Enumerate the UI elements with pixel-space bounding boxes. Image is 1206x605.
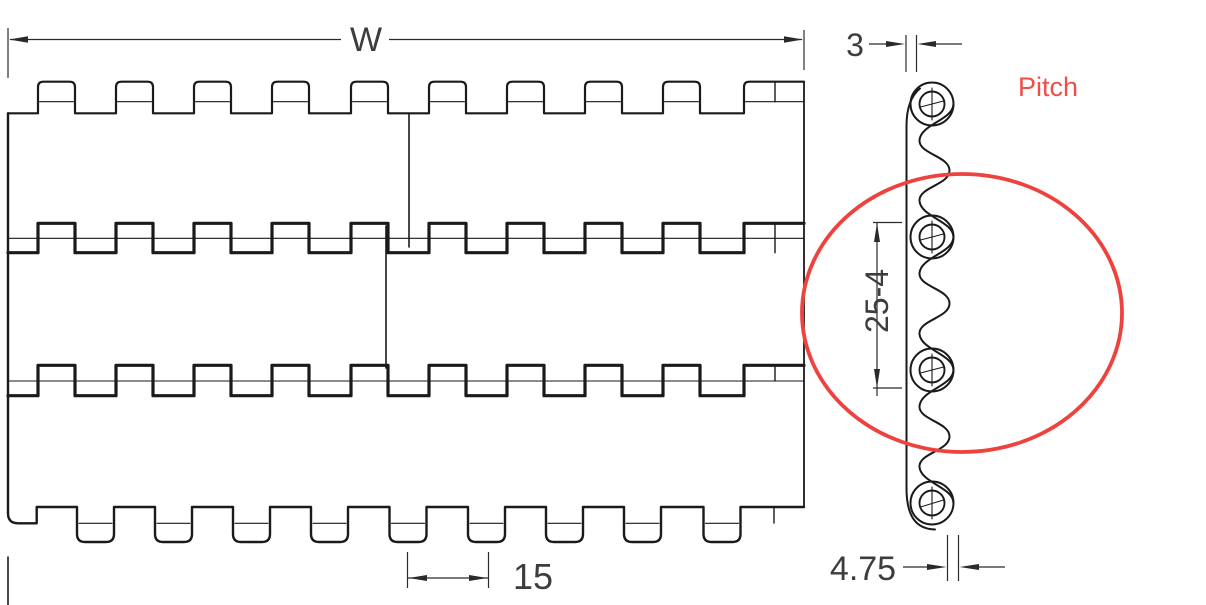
thickness-arrow-left [886,41,905,47]
pin-centerline-chord [919,499,945,508]
pin-centerline-chord [919,100,945,108]
belt-side-view [905,81,955,531]
pitch-dimension: 25-4 [859,221,902,396]
pin-centerline-chord [919,233,945,241]
top-edge-castellation [6,80,806,115]
knuckle-outer-circle [909,81,955,127]
pitch-arrow-down [874,369,880,388]
pin-arrow-right [959,564,979,570]
width-arrow-left [9,36,28,43]
hinge-knuckle-1 [909,81,955,127]
knuckle-outer-circle [909,214,955,260]
hinge-knuckle-4 [909,480,955,526]
pitch-label: Pitch [1018,72,1078,102]
tab-pitch-arrow-right [469,575,488,581]
thickness-arrow-right [917,41,936,47]
pin-arrow-left [927,564,947,570]
thickness-text: 3 [846,27,864,63]
left-edge-and-bottom-castellation [6,112,806,544]
pitch-highlight-ellipse [800,172,1124,454]
pin-dimension-text: 4.75 [830,550,896,588]
pitch-value-text: 25-4 [859,269,895,333]
knuckle-outer-circle [909,347,955,393]
tab-pitch-text: 15 [513,556,553,597]
side-view-underside-wave [918,103,955,504]
width-arrow-right [784,36,803,43]
knuckle-outer-circle [909,480,955,526]
width-dimension-text: W [350,21,382,59]
pin-dimension: 4.75 [830,535,1005,588]
width-dimension: W [7,21,805,78]
thickness-dimension: 3 [846,27,962,72]
tab-pitch-dimension: 15 [406,552,553,597]
side-view-top-surface [905,87,936,531]
hinge-knuckle-2 [909,214,955,260]
pitch-arrow-up [874,223,880,242]
belt-top-view [6,80,806,605]
hinge-knuckle-3 [909,347,955,393]
tab-pitch-arrow-left [408,575,427,581]
pin-centerline-chord [919,366,945,374]
